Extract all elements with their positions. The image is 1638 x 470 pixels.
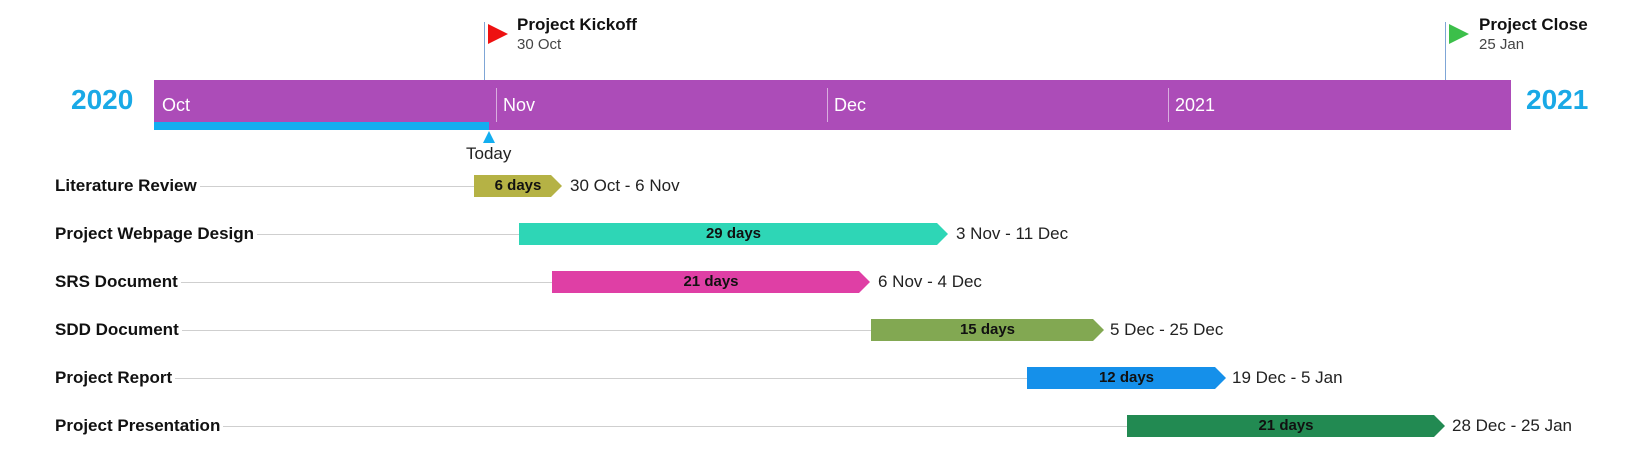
task-name: Project Report	[55, 368, 176, 388]
task-bar: 29 days	[519, 223, 948, 245]
close-milestone-date: 25 Jan	[1479, 36, 1525, 53]
task-bar: 12 days	[1027, 367, 1226, 389]
task-name: SRS Document	[55, 272, 181, 292]
axis-tick-dec	[827, 88, 828, 122]
task-bar: 6 days	[474, 175, 562, 197]
task-duration: 21 days	[1258, 417, 1314, 434]
close-flag-icon	[1449, 24, 1469, 44]
task-duration: 29 days	[705, 225, 762, 242]
kickoff-milestone-date: 30 Oct	[517, 36, 562, 53]
kickoff-milestone-line	[484, 22, 485, 80]
today-label: Today	[466, 144, 512, 163]
task-date-range: 3 Nov - 11 Dec	[956, 224, 1069, 243]
axis-month-dec: Dec	[834, 95, 867, 115]
axis-month-nov: Nov	[503, 95, 536, 115]
task-date-range: 30 Oct - 6 Nov	[570, 176, 680, 195]
end-year-label: 2021	[1526, 84, 1589, 115]
kickoff-milestone-title: Project Kickoff	[517, 15, 637, 34]
close-milestone-line	[1445, 22, 1446, 80]
task-date-range: 19 Dec - 5 Jan	[1232, 368, 1343, 387]
task-guide-line	[55, 282, 553, 283]
task-name: Project Webpage Design	[55, 224, 258, 244]
task-guide-line	[55, 234, 520, 235]
task-name: Literature Review	[55, 176, 200, 196]
kickoff-flag-icon	[488, 24, 508, 44]
task-bar: 21 days	[1127, 415, 1445, 437]
task-date-range: 28 Dec - 25 Jan	[1452, 416, 1573, 435]
task-duration: 6 days	[494, 177, 542, 194]
elapsed-progress-bar	[154, 122, 489, 130]
task-name: SDD Document	[55, 320, 182, 340]
task-duration: 12 days	[1098, 369, 1155, 386]
close-milestone-title: Project Close	[1479, 15, 1588, 34]
task-duration: 21 days	[683, 273, 739, 290]
task-bar: 21 days	[552, 271, 870, 293]
today-marker-icon	[483, 131, 495, 143]
start-year-label: 2020	[71, 84, 134, 115]
task-bar: 15 days	[871, 319, 1104, 341]
task-date-range: 5 Dec - 25 Dec	[1110, 320, 1224, 339]
task-duration: 15 days	[959, 321, 1016, 338]
task-guide-line	[55, 378, 1027, 379]
axis-tick-nov	[496, 88, 497, 122]
task-name: Project Presentation	[55, 416, 224, 436]
task-guide-line	[55, 426, 1127, 427]
task-date-range: 6 Nov - 4 Dec	[878, 272, 982, 291]
task-guide-line	[55, 330, 871, 331]
task-guide-line	[55, 186, 475, 187]
axis-month-2021: 2021	[1175, 95, 1216, 115]
timeline-axis-bar	[154, 80, 1511, 130]
axis-month-oct: Oct	[162, 95, 191, 115]
axis-tick-2021	[1168, 88, 1169, 122]
